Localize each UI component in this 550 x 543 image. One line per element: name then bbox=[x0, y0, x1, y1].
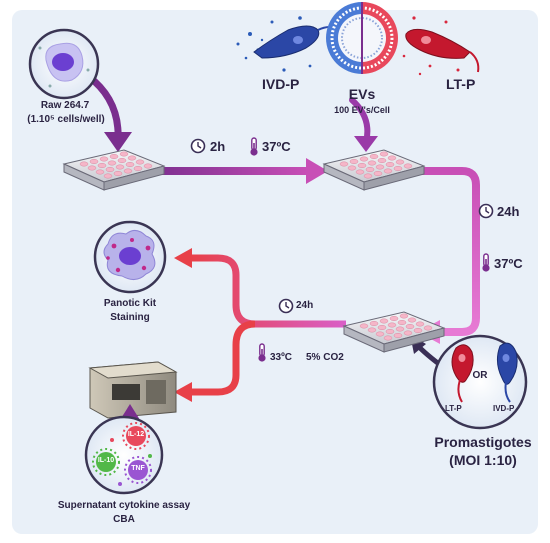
panotic-label-line2: Staining bbox=[110, 312, 150, 323]
lt-p-bottom-label: LT-P bbox=[445, 404, 462, 413]
lt-p-parasite-icon bbox=[451, 344, 474, 403]
raw-cells-label: Raw 264.7 bbox=[40, 100, 90, 111]
temp-33-label: 33ºC bbox=[270, 352, 292, 363]
well-plate-icon bbox=[62, 149, 166, 191]
tnf-bead-icon bbox=[124, 456, 152, 484]
ev-ratio-label: 100 EV's/Cell bbox=[334, 105, 390, 115]
ev-particles-red bbox=[402, 16, 460, 76]
ivd-p-label: IVD-P bbox=[262, 76, 300, 92]
cell-density-label: (1.10⁵ cells/well) bbox=[27, 114, 105, 125]
promastigotes-label: Promastigotes bbox=[434, 434, 532, 450]
il10-label: IL-10 bbox=[97, 457, 115, 464]
arrow-head-plate2 bbox=[306, 158, 328, 184]
arrow-to-cytometer bbox=[190, 320, 256, 396]
il12-bead-icon bbox=[122, 422, 150, 450]
clock-icon bbox=[478, 203, 494, 219]
cytokine-beads-illustration bbox=[84, 415, 164, 495]
time-2h-label: 2h bbox=[210, 139, 226, 154]
clock-icon bbox=[278, 298, 294, 314]
promastigotes-illustration bbox=[432, 334, 528, 430]
ivd-p-parasite-icon bbox=[496, 342, 518, 403]
raw-cell-illustration bbox=[28, 28, 100, 100]
panotic-label-line1: Panotic Kit bbox=[103, 298, 157, 309]
macrophage-icon bbox=[93, 220, 167, 294]
il10-bead-icon bbox=[92, 448, 120, 476]
arrow-head-panotic bbox=[174, 248, 192, 268]
ivd-p-bottom-label: IVD-P bbox=[493, 404, 515, 413]
well-plate-icon bbox=[322, 149, 426, 191]
arrow-head-cytometer bbox=[174, 382, 192, 402]
arrow-head-evs bbox=[354, 136, 378, 152]
moi-label: (MOI 1:10) bbox=[449, 452, 517, 468]
flow-cytometer-icon bbox=[88, 361, 178, 420]
evs-label: EVs bbox=[348, 86, 376, 102]
time-24h-right-label: 24h bbox=[497, 204, 520, 219]
time-24h-mid-label: 24h bbox=[296, 300, 314, 311]
thermometer-icon bbox=[258, 343, 266, 362]
ev-vesicle-icon bbox=[326, 2, 398, 74]
il12-label: IL-12 bbox=[127, 431, 145, 438]
arrow-plate1-to-plate2 bbox=[148, 167, 308, 175]
co2-label: 5% CO2 bbox=[306, 352, 344, 363]
temp-37-top-label: 37ºC bbox=[262, 139, 291, 154]
well-plate-icon bbox=[342, 311, 446, 353]
or-label: OR bbox=[472, 370, 488, 381]
thermometer-icon bbox=[250, 137, 258, 156]
arrow-head-cells bbox=[104, 132, 132, 152]
tnf-label: TNF bbox=[131, 465, 145, 472]
arrow-plate2-to-plate3 bbox=[420, 167, 480, 336]
temp-37-right-label: 37ºC bbox=[494, 256, 523, 271]
clock-icon bbox=[190, 138, 206, 154]
lt-p-parasite-icon bbox=[405, 28, 480, 73]
thermometer-icon bbox=[482, 253, 490, 272]
cba-label-line2: CBA bbox=[113, 514, 135, 525]
lt-p-label: LT-P bbox=[446, 76, 476, 92]
cba-label-line1: Supernatant cytokine assay bbox=[57, 500, 191, 511]
